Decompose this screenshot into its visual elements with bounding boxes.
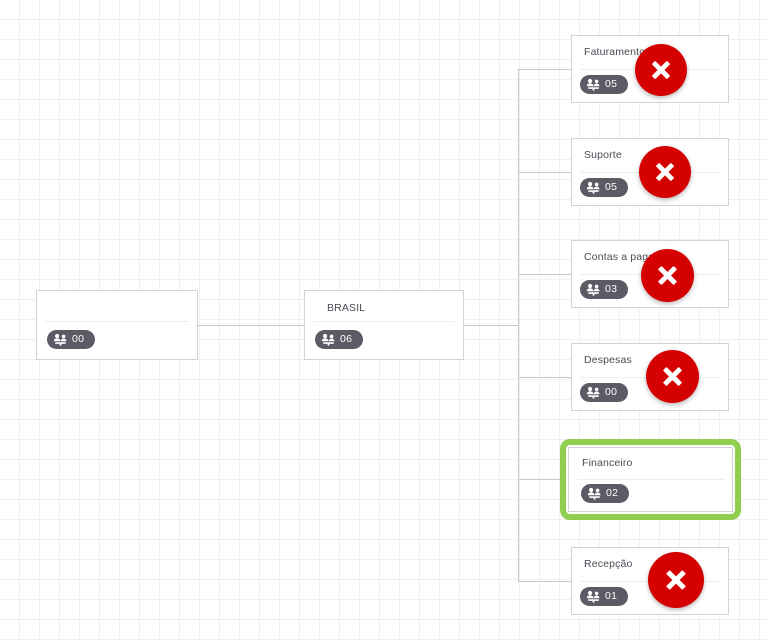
org-node-title: Despesas [584, 354, 632, 366]
org-node-brasil[interactable]: BRASIL 06 [304, 290, 464, 360]
people-group-icon [586, 78, 601, 91]
org-node-title: Suporte [584, 149, 622, 161]
org-node-title: Faturamento [584, 46, 646, 58]
people-group-icon [586, 386, 601, 399]
people-count-badge: 03 [580, 280, 628, 299]
delete-node-button-contas-a-pagar[interactable] [641, 249, 694, 302]
org-node-title: Financeiro [582, 457, 633, 469]
connector-branch-recepcao [518, 581, 572, 582]
people-group-icon [321, 333, 336, 346]
connector-root-to-brasil [198, 325, 305, 326]
node-divider [577, 479, 724, 480]
close-x-icon [652, 61, 670, 79]
people-group-icon [53, 333, 68, 346]
people-count-value: 06 [340, 333, 353, 346]
org-node-financeiro[interactable]: Financeiro 02 [568, 447, 733, 512]
org-node-despesas[interactable]: Despesas 00 [571, 343, 729, 411]
org-node-title: BRASIL [327, 302, 366, 314]
org-node-title: Contas a pagar [584, 251, 658, 263]
people-count-value: 03 [605, 283, 618, 296]
people-count-value: 01 [605, 590, 618, 603]
connector-branch-faturamento [518, 69, 572, 70]
people-count-value: 00 [72, 333, 85, 346]
delete-node-button-despesas[interactable] [646, 350, 699, 403]
node-divider [313, 321, 455, 322]
people-group-icon [586, 283, 601, 296]
people-count-value: 05 [605, 78, 618, 91]
people-count-value: 02 [606, 487, 619, 500]
people-count-badge: 05 [580, 178, 628, 197]
people-count-value: 00 [605, 386, 618, 399]
node-divider [45, 321, 189, 322]
people-group-icon [586, 181, 601, 194]
connector-branch-suporte [518, 172, 572, 173]
delete-node-button-suporte[interactable] [639, 146, 691, 198]
people-group-icon [587, 487, 602, 500]
close-x-icon [663, 367, 682, 386]
close-x-icon [666, 570, 686, 590]
people-count-badge: 00 [580, 383, 628, 402]
people-count-badge: 06 [315, 330, 363, 349]
close-x-icon [656, 163, 674, 181]
close-x-icon [658, 266, 677, 285]
people-count-badge: 02 [581, 484, 629, 503]
connector-branch-financeiro [518, 479, 566, 480]
people-count-badge: 00 [47, 330, 95, 349]
connector-branch-despesas [518, 377, 572, 378]
delete-node-button-faturamento[interactable] [635, 44, 687, 96]
people-count-badge: 05 [580, 75, 628, 94]
people-count-badge: 01 [580, 587, 628, 606]
people-group-icon [586, 590, 601, 603]
people-count-value: 05 [605, 181, 618, 194]
delete-node-button-recepcao[interactable] [648, 552, 704, 608]
org-node-title: Recepção [584, 558, 633, 570]
connector-branch-contas-a-pagar [518, 274, 572, 275]
org-node-root[interactable]: 00 [36, 290, 198, 360]
connector-trunk-vertical [518, 69, 519, 581]
connector-brasil-to-trunk [464, 325, 519, 326]
